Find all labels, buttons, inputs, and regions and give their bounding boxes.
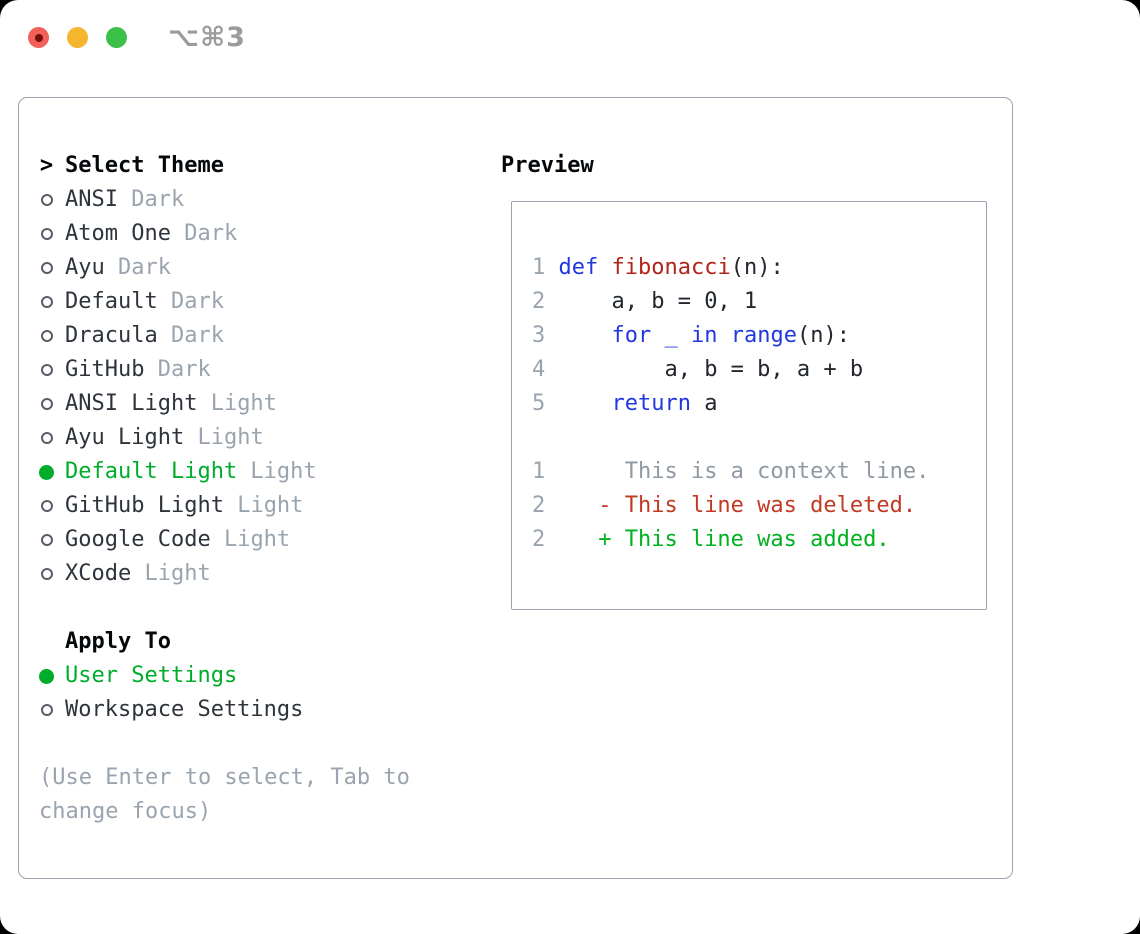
option-label: Workspace Settings	[65, 697, 304, 722]
theme-option-dracula[interactable]: Dracula Dark	[39, 319, 479, 353]
theme-option-ayu-light[interactable]: Ayu Light Light	[39, 421, 479, 455]
radio-unselected-icon	[39, 319, 54, 353]
radio-unselected-icon	[39, 489, 54, 523]
zoom-button[interactable]	[106, 27, 127, 48]
code-line: 1 This is a context line.	[532, 459, 930, 484]
option-variant: Light	[237, 459, 317, 484]
theme-option-default-light[interactable]: Default Light Light	[39, 455, 479, 489]
line-number: 2	[532, 493, 546, 518]
radio-unselected-icon	[39, 183, 54, 217]
line-number: 2	[532, 527, 546, 552]
select-theme-title: Select Theme	[65, 153, 224, 178]
option-label: Dracula	[65, 323, 158, 348]
option-label: GitHub Light	[65, 493, 224, 518]
radio-unselected-icon	[39, 421, 54, 455]
code-line: 2 - This line was deleted.	[532, 493, 917, 518]
option-label: Default	[65, 289, 158, 314]
preview-title: Preview	[501, 153, 594, 178]
radio-unselected-icon	[39, 251, 54, 285]
code-line: 3 for _ in range(n):	[532, 323, 850, 348]
radio-selected-icon	[39, 455, 54, 489]
preview-code: 1 def fibonacci(n): 2 a, b = 0, 1 3 for _ …	[532, 251, 978, 557]
focus-caret-icon: >	[39, 153, 54, 178]
code-line	[532, 421, 978, 455]
apply-to-header: Apply To	[39, 625, 479, 659]
preview-box: 1 def fibonacci(n): 2 a, b = 0, 1 3 for _ …	[511, 201, 987, 610]
option-label: ANSI	[65, 187, 118, 212]
option-label: ANSI Light	[65, 391, 198, 416]
option-variant: Light	[184, 425, 264, 450]
code-line: 2 a, b = 0, 1	[532, 289, 758, 314]
select-theme-header: > Select Theme	[39, 149, 479, 183]
option-variant: Dark	[104, 255, 171, 280]
theme-option-xcode[interactable]: XCode Light	[39, 557, 479, 591]
line-number: 2	[532, 289, 546, 314]
option-label: User Settings	[65, 663, 238, 688]
option-variant: Dark	[157, 323, 224, 348]
titlebar: ⌥⌘3	[0, 0, 1140, 76]
theme-option-google-code[interactable]: Google Code Light	[39, 523, 479, 557]
option-label: Ayu Light	[65, 425, 185, 450]
radio-unselected-icon	[39, 387, 54, 421]
radio-unselected-icon	[39, 285, 54, 319]
keyboard-shortcut-label: ⌥⌘3	[168, 22, 246, 53]
radio-unselected-icon	[39, 217, 54, 251]
help-text: (Use Enter to select, Tab to change focu…	[39, 765, 410, 824]
option-variant: Light	[197, 391, 277, 416]
option-label: Atom One	[65, 221, 171, 246]
radio-unselected-icon	[39, 353, 54, 387]
code-line: 5 return a	[532, 391, 718, 416]
radio-unselected-icon	[39, 693, 54, 727]
option-variant: Light	[223, 493, 304, 518]
option-variant: Dark	[157, 289, 224, 314]
theme-option-github[interactable]: GitHub Dark	[39, 353, 479, 387]
line-number: 4	[532, 357, 546, 382]
apply-to-title: Apply To	[65, 629, 171, 654]
theme-option-github-light[interactable]: GitHub Light Light	[39, 489, 479, 523]
radio-unselected-icon	[39, 523, 54, 557]
minimize-button[interactable]	[67, 27, 88, 48]
close-button[interactable]	[28, 27, 49, 48]
line-number: 1	[532, 459, 546, 484]
option-label: XCode	[65, 561, 132, 586]
theme-option-default[interactable]: Default Dark	[39, 285, 479, 319]
radio-unselected-icon	[39, 557, 54, 591]
line-number: 1	[532, 255, 546, 280]
option-label: Default Light	[65, 459, 238, 484]
option-label: Google Code	[65, 527, 211, 552]
option-variant: Light	[131, 561, 211, 586]
option-variant: Dark	[117, 187, 185, 212]
marker-blank	[39, 625, 54, 659]
theme-option-ayu[interactable]: Ayu Dark	[39, 251, 479, 285]
option-variant: Light	[210, 527, 291, 552]
option-label: Ayu	[65, 255, 105, 280]
theme-option-ansi[interactable]: ANSI Dark	[39, 183, 479, 217]
line-number: 5	[532, 391, 546, 416]
option-label: GitHub	[65, 357, 145, 382]
code-line: 4 a, b = b, a + b	[532, 357, 864, 382]
spacer	[39, 591, 479, 625]
apply-option-user-settings[interactable]: User Settings	[39, 659, 479, 693]
unsaved-changes-dot-icon	[34, 33, 43, 42]
radio-selected-icon	[39, 659, 54, 693]
line-number: 3	[532, 323, 546, 348]
apply-option-workspace-settings[interactable]: Workspace Settings	[39, 693, 479, 727]
code-line: 2 + This line was added.	[532, 527, 890, 552]
theme-option-ansi-light[interactable]: ANSI Light Light	[39, 387, 479, 421]
theme-option-atom-one[interactable]: Atom One Dark	[39, 217, 479, 251]
option-variant: Dark	[170, 221, 238, 246]
spacer	[39, 727, 479, 761]
code-line: 1 def fibonacci(n):	[532, 255, 784, 280]
option-variant: Dark	[144, 357, 211, 382]
